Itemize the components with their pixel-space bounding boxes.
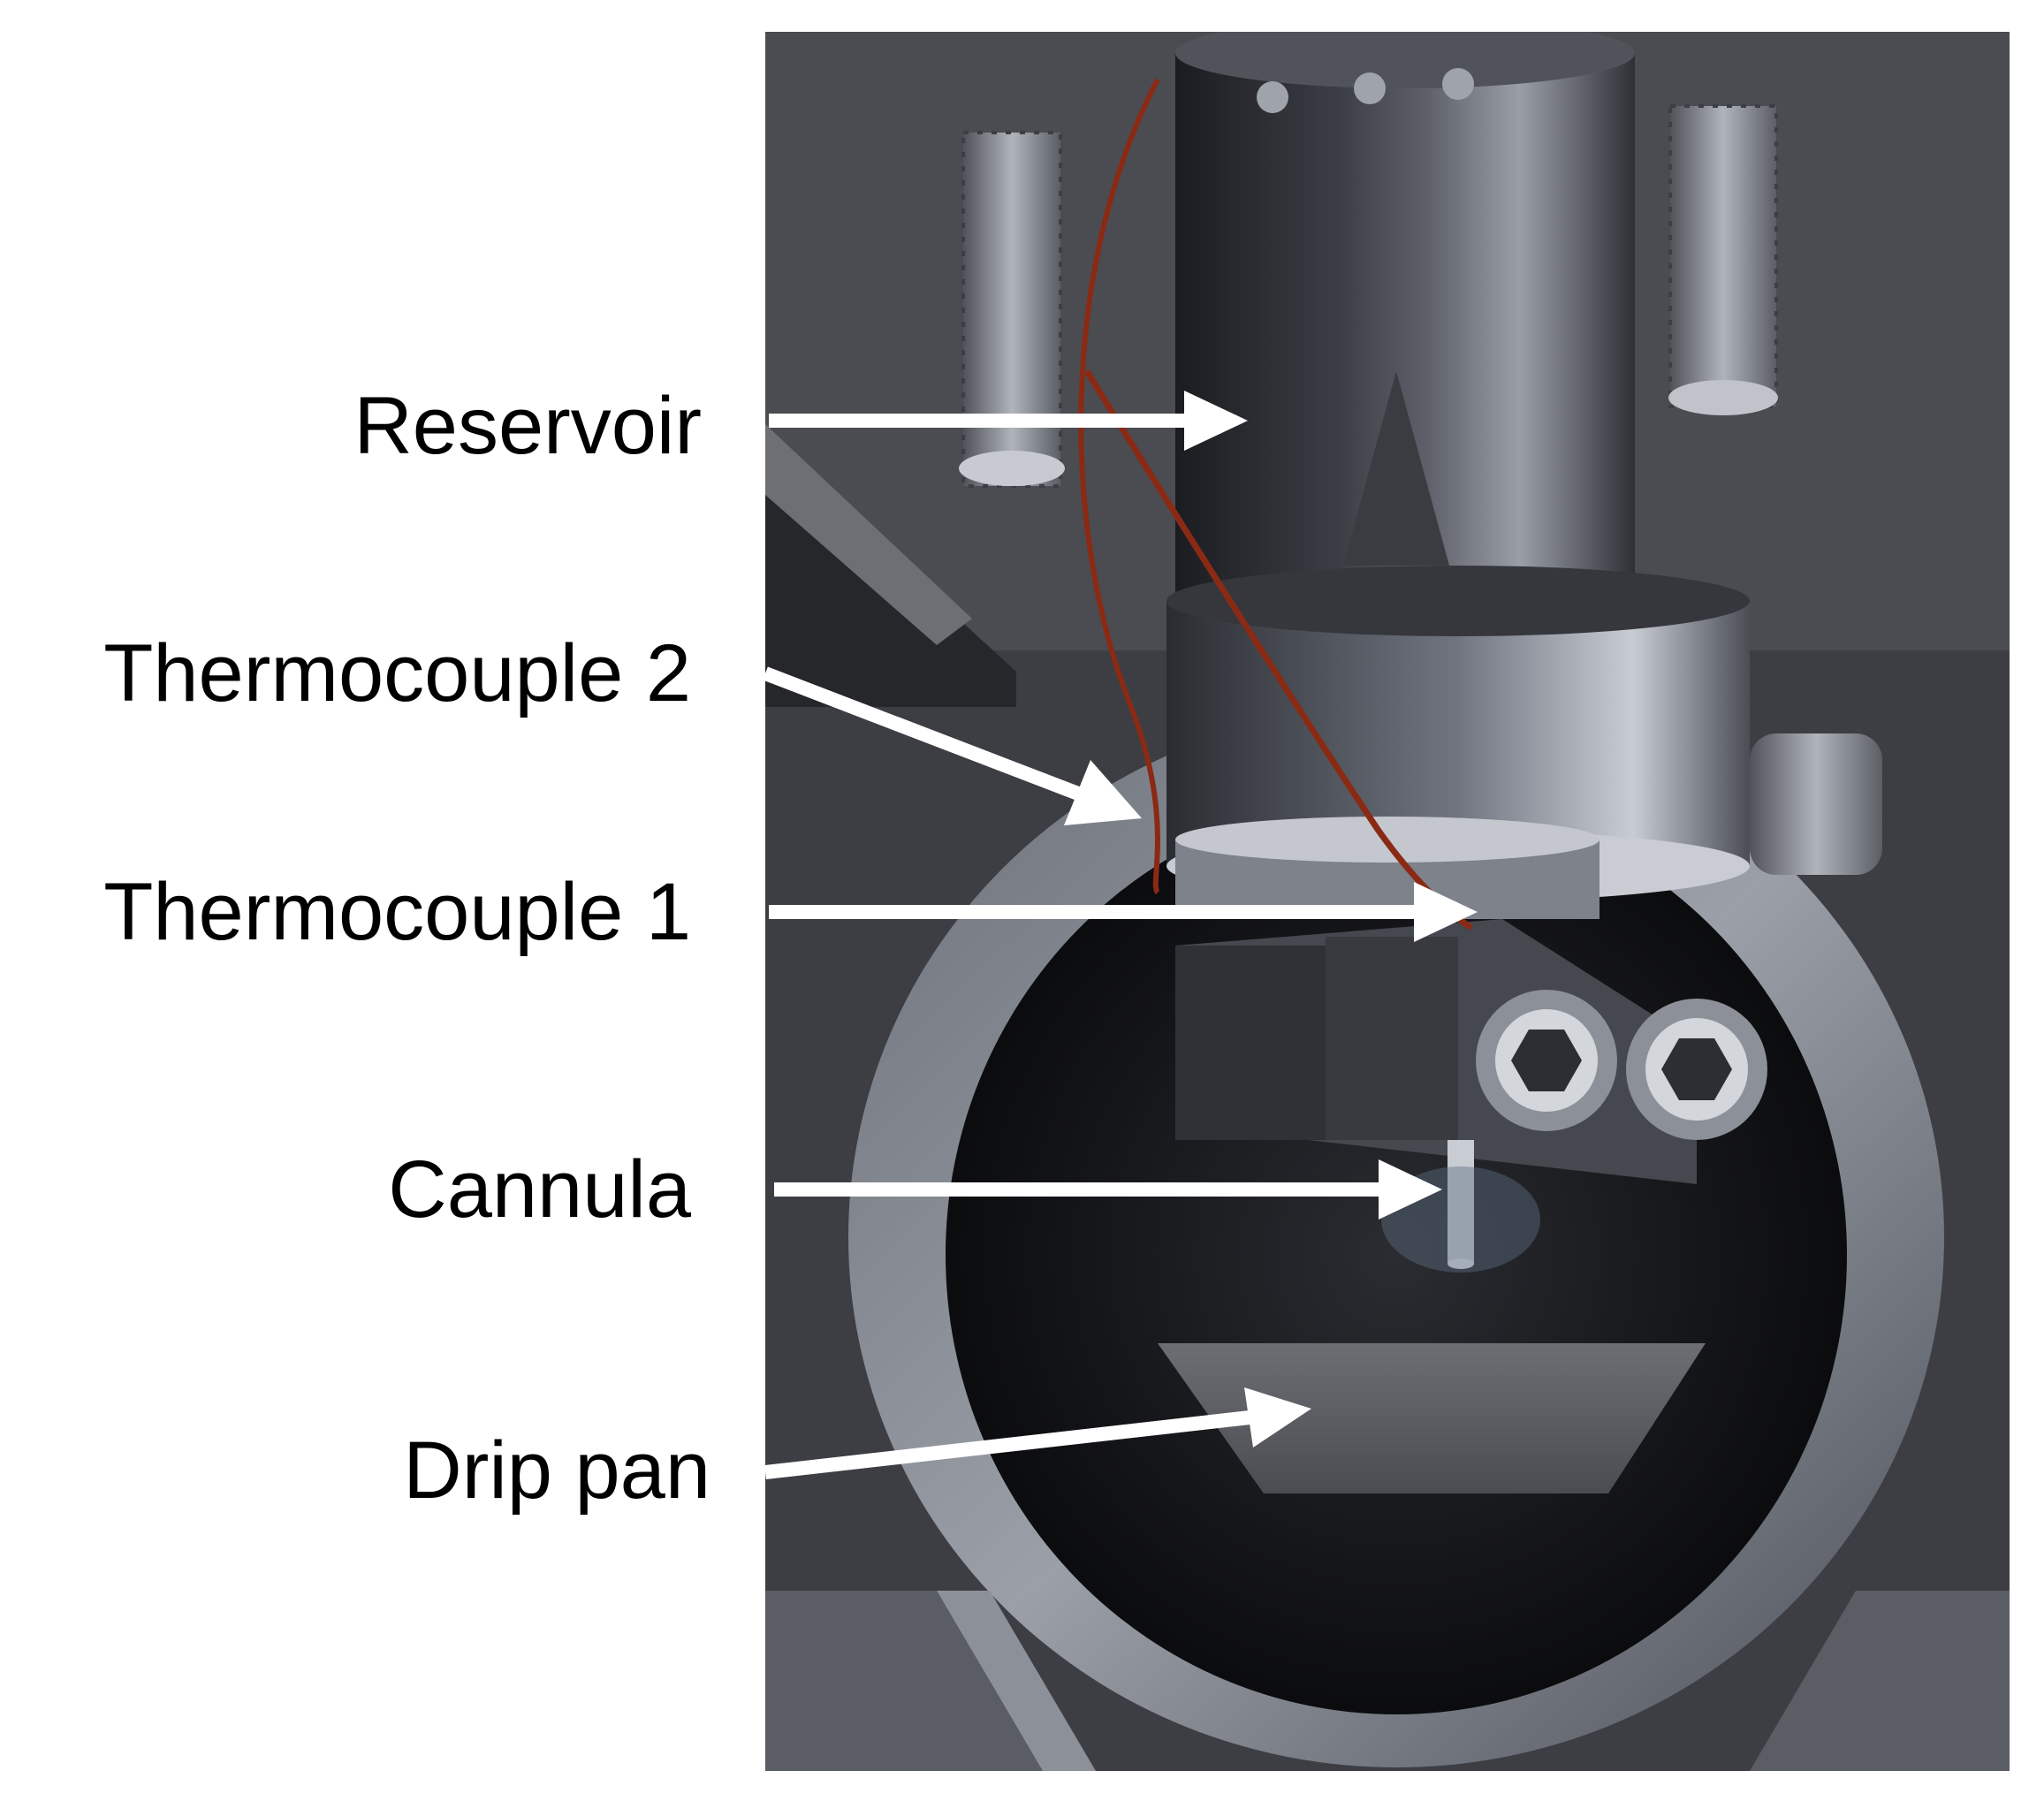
drip-pan — [1158, 1343, 1706, 1493]
reservoir-body — [1175, 32, 1635, 601]
label-thermocouple-2: Thermocouple 2 — [103, 628, 691, 718]
photo — [765, 32, 2010, 1771]
arrow-thermocouple-1 — [769, 882, 1478, 942]
hex-screw-right — [1626, 999, 1767, 1140]
threaded-rod-right — [1668, 104, 1778, 415]
threaded-rod-left — [959, 131, 1065, 488]
label-reservoir: Reservoir — [353, 381, 702, 471]
thermocouple-wire-1 — [1078, 78, 1160, 895]
base-ring — [1175, 817, 1599, 919]
annotation-arrows — [763, 391, 1478, 1479]
label-cannula: Cannula — [388, 1144, 691, 1235]
arrow-drip-pan — [764, 1387, 1311, 1479]
label-thermocouple-1: Thermocouple 1 — [103, 867, 691, 957]
arrow-thermocouple-2 — [763, 666, 1142, 825]
arrow-cannula — [774, 1159, 1442, 1220]
arrow-reservoir — [769, 391, 1248, 451]
label-drip-pan: Drip pan — [403, 1425, 710, 1516]
hex-screw-left — [1476, 990, 1617, 1131]
side-bolt — [1750, 733, 1882, 875]
